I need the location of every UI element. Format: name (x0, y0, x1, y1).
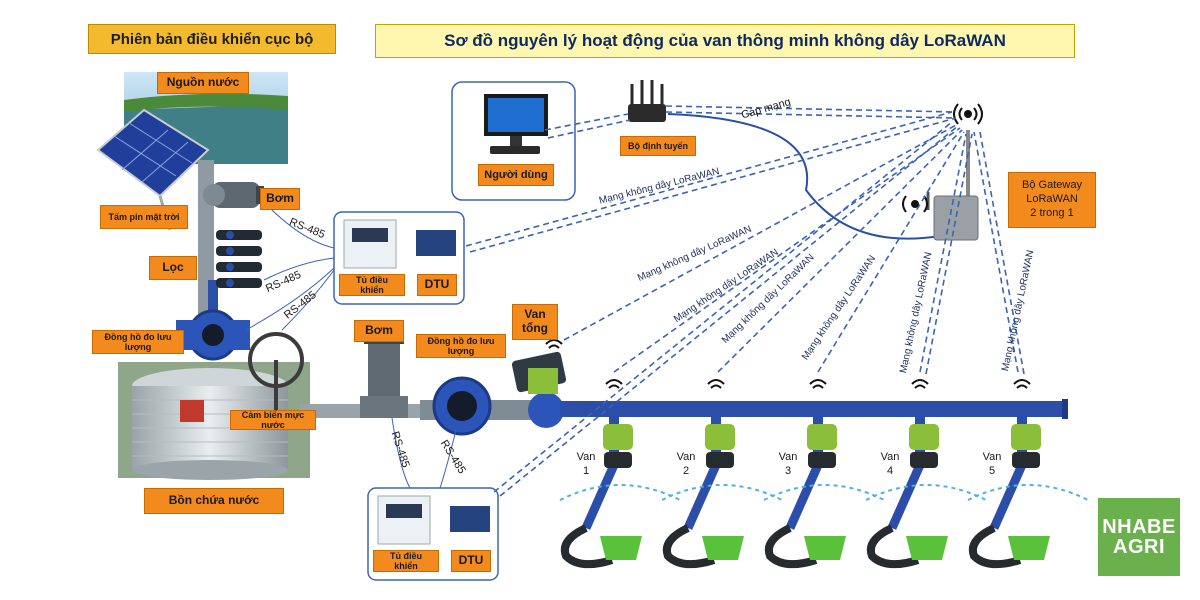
filter-label: Lọc (149, 256, 197, 280)
level-sensor-graphic (248, 332, 304, 418)
local-version-banner: Phiên bản điều khiển cục bộ (88, 24, 336, 54)
valve-3-label: Van 3 (772, 450, 804, 478)
main-valve-label-line2: tổng (522, 321, 548, 335)
branch-2 (663, 417, 744, 569)
valve-wifi-icons (545, 339, 1031, 389)
water-source-label: Nguồn nước (157, 72, 249, 94)
left-flow-meter-label: Đồng hồ đo lưu lượng (92, 330, 184, 354)
main-distribution-pipe (560, 401, 1068, 417)
valve-1-word: Van (576, 451, 596, 463)
dtu-top-label: DTU (417, 274, 457, 296)
valve-1-label: Van 1 (570, 450, 602, 478)
branch-3 (765, 417, 846, 569)
valve-5-label: Van 5 (976, 450, 1008, 478)
water-tank-label: Bồn chứa nước (144, 488, 284, 514)
mid-pump-graphic (360, 330, 408, 418)
main-valve-label: Van tổng (512, 304, 558, 340)
control-cabinet-bottom-label: Tủ điều khiển (373, 550, 439, 572)
main-valve-graphic (511, 351, 567, 428)
dtu-bottom-label: DTU (451, 550, 491, 572)
left-flow-meter-graphic (176, 309, 250, 361)
valve-4-word: Van (880, 451, 900, 463)
brand-logo: NHABE AGRI (1098, 498, 1180, 576)
cable-network-line (667, 113, 941, 240)
valve-2-label: Van 2 (670, 450, 702, 478)
solar-panel-label: Tấm pin mặt trời (100, 205, 188, 229)
branch-1 (561, 417, 642, 569)
gateway-label: Bộ Gateway LoRaWAN 2 trong 1 (1008, 172, 1096, 228)
valve-5-number: 5 (988, 465, 996, 477)
filter-graphic (216, 230, 262, 288)
valve-2-word: Van (676, 451, 696, 463)
control-cabinet-top-label: Tủ điều khiển (339, 274, 405, 296)
main-valve-label-line1: Van (524, 307, 546, 322)
gateway-label-line1: Bộ Gateway (1022, 179, 1082, 191)
valve-3-number: 3 (784, 465, 792, 477)
user-label: Người dùng (478, 164, 554, 186)
gateway-graphic (926, 130, 979, 241)
valve-5-word: Van (982, 451, 1002, 463)
valve-3-word: Van (778, 451, 798, 463)
valve-4-number: 4 (886, 465, 894, 477)
level-sensor-label: Cảm biến mực nước (230, 410, 316, 430)
top-pump-label: Bơm (260, 188, 300, 210)
pipe-end-cap (1062, 399, 1068, 419)
branch-4 (867, 417, 948, 569)
brand-logo-line1: NHABE (1102, 516, 1176, 538)
gateway-label-line2: LoRaWAN (1026, 193, 1078, 205)
page-title: Sơ đồ nguyên lý hoạt động của van thông … (375, 24, 1075, 58)
wireless-links (465, 105, 1025, 497)
router-graphic (628, 80, 666, 122)
valve-4-label: Van 4 (874, 450, 906, 478)
rs485-wires (245, 199, 457, 489)
router-label: Bộ định tuyến (620, 136, 696, 156)
gateway-label-line3: 2 trong 1 (1030, 207, 1074, 219)
top-pump-graphic (203, 182, 264, 208)
valve-1-number: 1 (582, 465, 590, 477)
mid-flow-meter-graphic (432, 376, 492, 436)
mid-pump-label: Bơm (354, 320, 404, 342)
valve-2-number: 2 (682, 465, 690, 477)
horizontal-feed-pipe (300, 400, 560, 420)
branch-5 (969, 417, 1050, 569)
brand-logo-line2: AGRI (1113, 536, 1165, 558)
gateway-antenna-icon (902, 103, 983, 213)
mid-flow-meter-label: Đồng hồ đo lưu lượng (416, 334, 506, 358)
